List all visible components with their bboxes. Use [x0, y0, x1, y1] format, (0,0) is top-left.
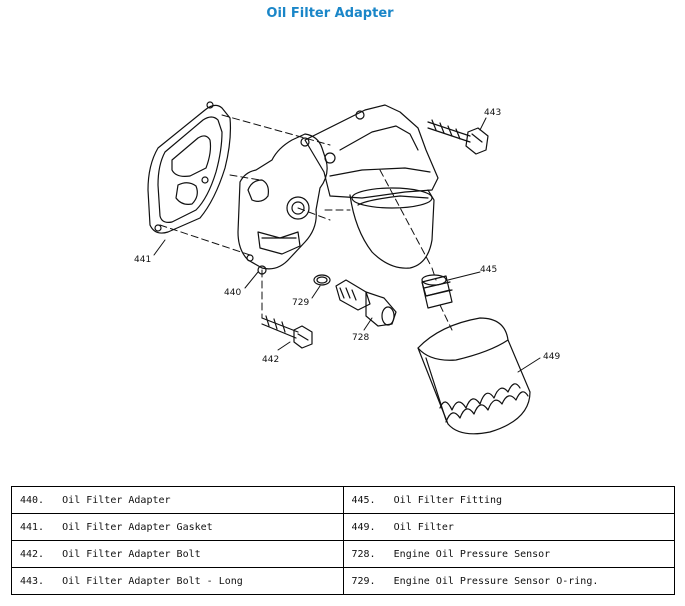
part-number: 728. [351, 548, 376, 560]
part-number: 441. [20, 521, 45, 533]
callout-441: 441 [134, 255, 151, 265]
legend-cell: 729. Engine Oil Pressure Sensor O-ring. [342, 567, 675, 595]
part-number: 442. [20, 548, 45, 560]
legend-row: 442. Oil Filter Adapter Bolt 728. Engine… [11, 540, 675, 568]
part-description: Oil Filter Adapter Bolt [62, 548, 201, 560]
callout-449: 449 [543, 352, 560, 362]
parts-legend-table: 440. Oil Filter Adapter 445. Oil Filter … [11, 486, 675, 595]
legend-row: 440. Oil Filter Adapter 445. Oil Filter … [11, 486, 675, 514]
exploded-parts-diagram: 441 440 729 728 442 443 445 449 [134, 101, 560, 435]
legend-cell: 440. Oil Filter Adapter [11, 486, 344, 514]
sensor-728-drawing [335, 279, 397, 327]
adapter-housing-drawing [304, 104, 439, 269]
legend-cell: 728. Engine Oil Pressure Sensor [342, 540, 675, 568]
adapter-440-drawing [237, 133, 328, 275]
legend-cell: 442. Oil Filter Adapter Bolt [11, 540, 344, 568]
bolt-442-drawing [261, 315, 313, 349]
part-description: Oil Filter Adapter Gasket [62, 521, 213, 533]
part-description: Oil Filter Adapter Bolt - Long [62, 575, 243, 587]
callout-729: 729 [292, 298, 309, 308]
legend-row: 441. Oil Filter Adapter Gasket 449. Oil … [11, 513, 675, 541]
oring-729-drawing [313, 274, 331, 286]
callout-445: 445 [480, 265, 497, 275]
part-number: 445. [351, 494, 376, 506]
legend-row: 443. Oil Filter Adapter Bolt - Long 729.… [11, 567, 675, 595]
leader-449 [517, 357, 541, 373]
leader-440 [244, 271, 259, 289]
leader-728 [363, 317, 373, 331]
legend-cell: 445. Oil Filter Fitting [342, 486, 675, 514]
leader-445 [447, 271, 481, 281]
leader-443 [479, 117, 487, 131]
page-title: Oil Filter Adapter [266, 6, 394, 21]
part-number: 449. [351, 521, 376, 533]
leader-441 [153, 239, 166, 256]
legend-cell: 441. Oil Filter Adapter Gasket [11, 513, 344, 541]
filter-449-drawing [417, 317, 531, 435]
part-number: 729. [351, 575, 376, 587]
part-description: Oil Filter [393, 521, 454, 533]
fitting-445-drawing [421, 274, 453, 309]
callout-728: 728 [352, 333, 369, 343]
bolt-443-drawing [427, 119, 489, 155]
legend-cell: 443. Oil Filter Adapter Bolt - Long [11, 567, 344, 595]
part-number: 440. [20, 494, 45, 506]
part-description: Oil Filter Fitting [393, 494, 503, 506]
leader-442 [277, 341, 291, 351]
gasket-441-drawing [147, 101, 232, 234]
part-description: Engine Oil Pressure Sensor [393, 548, 551, 560]
callout-440: 440 [224, 288, 241, 298]
part-description: Oil Filter Adapter [62, 494, 171, 506]
callout-442: 442 [262, 355, 279, 365]
callout-443: 443 [484, 108, 501, 118]
leader-729 [311, 285, 321, 299]
part-description: Engine Oil Pressure Sensor O-ring. [393, 575, 599, 587]
legend-cell: 449. Oil Filter [342, 513, 675, 541]
part-number: 443. [20, 575, 45, 587]
